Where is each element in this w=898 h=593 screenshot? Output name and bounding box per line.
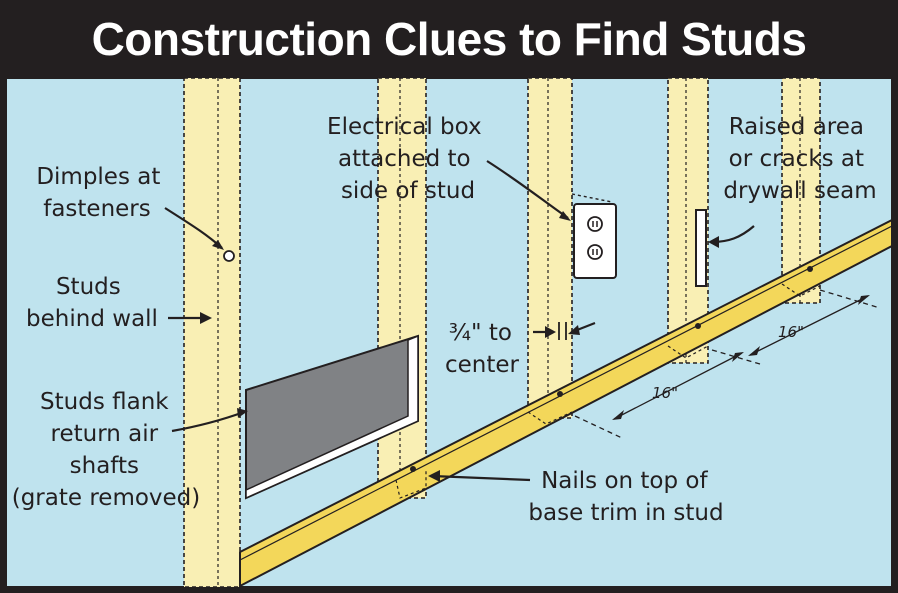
electrical-box xyxy=(571,193,617,279)
trim-nails xyxy=(410,266,813,472)
label-studs-behind-wall: Studs behind wall xyxy=(26,274,158,332)
label-nails: Nails on top of base trim in stud xyxy=(528,468,723,526)
base-trim xyxy=(239,218,893,588)
spacing-arrowheads xyxy=(612,295,870,420)
label-raised-area: Raised area or cracks at drywall seam xyxy=(723,114,876,204)
stud-diagram: 16" 16" xyxy=(5,78,893,588)
stud-1 xyxy=(183,78,241,588)
spacing-guides xyxy=(574,289,881,439)
stud-3 xyxy=(527,78,573,419)
raised-seam xyxy=(695,209,707,287)
offset-marker xyxy=(558,322,567,340)
leader-lines xyxy=(164,160,755,482)
nail-guides xyxy=(395,283,821,499)
leader-arrowheads xyxy=(200,211,719,482)
dimple-mark xyxy=(223,250,235,262)
label-dimples: Dimples at fasteners xyxy=(36,164,167,222)
spacing-label-b: 16" xyxy=(778,323,804,341)
return-air-shaft xyxy=(245,334,419,500)
label-electrical-box: Electrical box attached to side of stud xyxy=(327,114,489,204)
label-studs-flank: Studs flank return air shafts (grate rem… xyxy=(12,389,201,511)
drywall-surface xyxy=(5,78,893,588)
page-title: Construction Clues to Find Studs xyxy=(0,0,898,78)
label-offset: ¾" to center xyxy=(445,320,520,378)
spacing-label-a: 16" xyxy=(652,384,678,402)
